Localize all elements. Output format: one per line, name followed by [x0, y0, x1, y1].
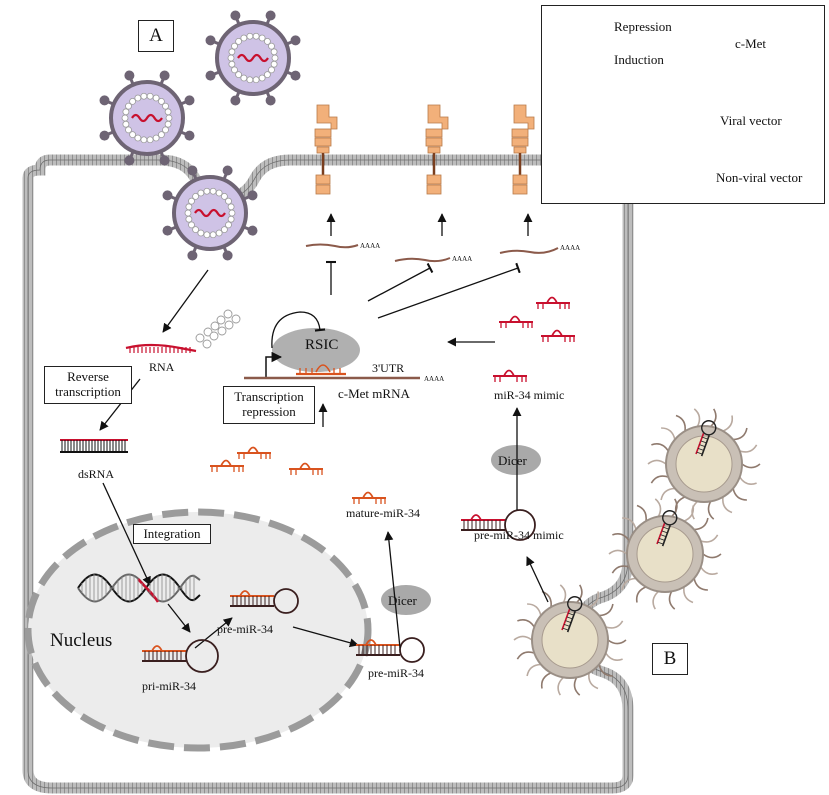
reverse-transcription-box: Reverse transcription: [44, 366, 132, 404]
svg-text:AAAA: AAAA: [452, 255, 472, 263]
mature-mir34: [352, 491, 386, 504]
cmet-mrna-strand-2: AAAA: [394, 255, 472, 263]
non-viral-vector-1: [647, 408, 761, 520]
svg-text:AAAA: AAAA: [424, 375, 444, 383]
mir34-mimic: [493, 369, 527, 382]
cmet-mrna-strand-3: AAAA: [499, 244, 580, 254]
non-viral-vector-3: [513, 584, 627, 696]
pre-mir34-nuclear-hairpin: [230, 588, 299, 614]
nuclear-export-arrow: [292, 626, 359, 648]
transcription-repression-line2: repression: [242, 404, 296, 419]
viral-vector-1: [205, 10, 301, 106]
pre-mir34-cytoplasmic-hairpin: [356, 637, 425, 663]
viral-vector-3: [162, 165, 258, 261]
svg-text:Dicer: Dicer: [388, 593, 418, 608]
dsrna-strand: [60, 439, 128, 453]
cmet-mrna-strand-1: AAAA: [305, 242, 380, 250]
legend-viral-vector-label: Viral vector: [720, 113, 782, 128]
dna-helix: [77, 573, 201, 603]
capsid-debris: [195, 309, 241, 349]
nucleus: [24, 508, 372, 752]
pre-mir34-mimic-hairpin: [461, 509, 536, 541]
svg-text:pre-miR-34 mimic: pre-miR-34 mimic: [474, 528, 564, 542]
svg-text:AAAA: AAAA: [360, 242, 380, 250]
repression-line-3: [377, 262, 521, 319]
dsrna-to-genome-arrow: [102, 482, 151, 586]
legend-repression-label: Repression: [614, 19, 672, 34]
transcription-repression-box: Transcription repression: [223, 386, 315, 424]
panel-label-b: B: [652, 643, 688, 675]
primir-to-premir-arrow: [194, 617, 233, 649]
svg-text:pre-miR-34: pre-miR-34: [368, 666, 424, 680]
svg-text:AAAA: AAAA: [560, 244, 580, 252]
svg-text:Dicer: Dicer: [498, 453, 528, 468]
cmet-receptor-1: [314, 104, 338, 195]
entry-to-rna-arrow: [162, 269, 209, 333]
dicer-right: Dicer: [491, 445, 541, 475]
genome-to-primir-arrow: [167, 603, 191, 633]
svg-text:dsRNA: dsRNA: [78, 467, 114, 481]
reverse-transcription-line2: transcription: [55, 384, 121, 399]
viral-vector-2: [99, 70, 195, 166]
legend: Repression Induction c-Met Viral vector …: [541, 5, 825, 204]
mir34-mimic-cluster: [499, 296, 575, 342]
dicer-to-mature-arrow: [384, 531, 401, 649]
repression-line-2: [367, 262, 434, 302]
svg-text:mature-miR-34: mature-miR-34: [346, 506, 420, 520]
panel-label-a: A: [138, 20, 174, 52]
svg-text:c-Met mRNA: c-Met mRNA: [338, 386, 410, 401]
rsic-complex: RSIC: [272, 328, 360, 372]
pri-mir34-hairpin: [142, 639, 219, 673]
reverse-transcription-line1: Reverse: [67, 369, 109, 384]
svg-text:RNA: RNA: [149, 360, 175, 374]
svg-text:pre-miR-34: pre-miR-34: [217, 622, 273, 636]
non-viral-vector-2: [608, 498, 722, 610]
promoter-arrow: [265, 351, 283, 378]
svg-text:miR-34 mimic: miR-34 mimic: [494, 388, 564, 402]
rna-to-dsrna-arrow: [99, 378, 141, 431]
cmet-receptor-3: [511, 104, 535, 195]
vector-release-arrow: [526, 556, 549, 603]
cmet-mrna-bound: AAAA 3'UTR c-Met mRNA: [244, 361, 444, 401]
svg-text:RSIC: RSIC: [305, 337, 338, 353]
legend-induction-label: Induction: [614, 52, 664, 67]
dicer-left: Dicer: [381, 585, 431, 615]
transcription-repression-line1: Transcription: [234, 389, 304, 404]
integration-box: Integration: [133, 524, 211, 544]
viral-rna: [125, 343, 197, 353]
svg-text:Nucleus: Nucleus: [50, 630, 112, 651]
svg-text:3'UTR: 3'UTR: [372, 361, 404, 375]
mature-mir34-cluster: [210, 446, 323, 475]
cmet-receptor-2: [425, 104, 449, 195]
svg-text:pri-miR-34: pri-miR-34: [142, 679, 196, 693]
feedback-repression-arc: [271, 311, 326, 349]
legend-non-viral-vector-label: Non-viral vector: [716, 170, 803, 185]
legend-cmet-label: c-Met: [735, 36, 767, 51]
